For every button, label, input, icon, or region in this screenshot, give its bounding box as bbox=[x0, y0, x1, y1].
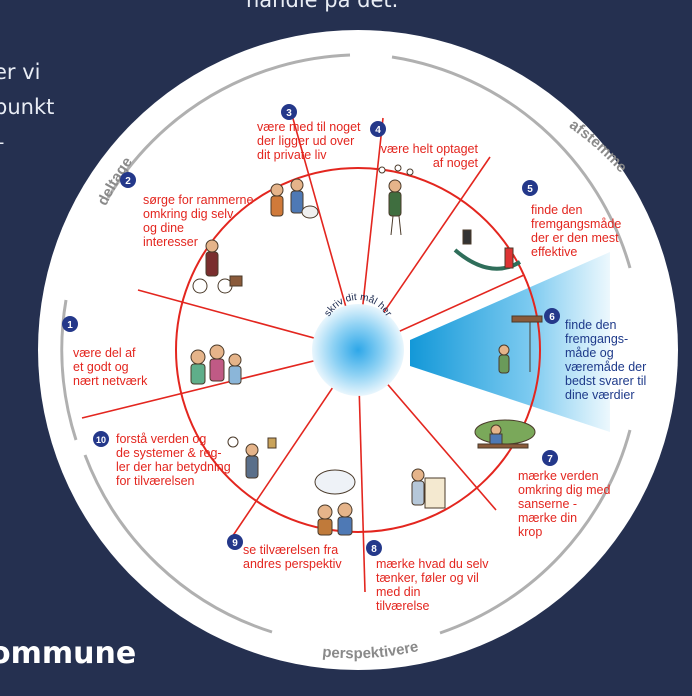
item-2-label: sørge for rammerne omkring dig selv og d… bbox=[143, 193, 254, 249]
badge-5: 5 bbox=[527, 184, 533, 195]
painter-illustration bbox=[411, 468, 446, 509]
inner-ring bbox=[175, 167, 541, 533]
badge-4: 4 bbox=[375, 125, 381, 136]
badge-7: 7 bbox=[547, 454, 553, 465]
bench-illustration bbox=[474, 419, 536, 449]
goal-center[interactable] bbox=[312, 304, 404, 396]
badge-2: 2 bbox=[125, 176, 131, 187]
badge-3: 3 bbox=[286, 108, 292, 119]
badge-10: 10 bbox=[96, 435, 106, 445]
item-5-label: finde den fremgangsmåde der er den mest … bbox=[531, 203, 622, 259]
highlight-beam bbox=[410, 252, 610, 432]
signpost-illustration bbox=[498, 315, 543, 374]
juggler-illustration bbox=[378, 164, 414, 236]
item-4-label: være helt optaget af noget bbox=[380, 142, 478, 170]
badge-9: 9 bbox=[232, 538, 238, 549]
background-text-line: – bbox=[0, 130, 5, 154]
domino-illustration bbox=[453, 229, 522, 271]
scientist-illustration bbox=[227, 436, 277, 479]
item-8-label: mærke hvad du selv tænker, føler og vil … bbox=[376, 557, 489, 613]
group-with-dog-illustration bbox=[270, 178, 319, 219]
background-text-line: punkt bbox=[0, 95, 55, 119]
illustration-group bbox=[190, 164, 543, 536]
badge-8: 8 bbox=[371, 544, 377, 555]
badge-1: 1 bbox=[67, 320, 73, 331]
people-illustration-1 bbox=[190, 344, 242, 385]
background-text-line: er vi bbox=[0, 60, 41, 84]
background-heading-fragment: handle på det. bbox=[246, 0, 399, 12]
item-9-label: se tilværelsen fra andres perspektiv bbox=[243, 543, 342, 571]
thinking-couple-illustration bbox=[314, 469, 356, 536]
badge-6: 6 bbox=[549, 312, 555, 323]
item-6-label: finde den fremgangs- måde og væremåde de… bbox=[565, 318, 647, 402]
person-with-bike-illustration bbox=[192, 239, 243, 294]
number-badges: 1 2 3 4 5 6 7 8 9 10 bbox=[62, 104, 560, 556]
item-1-label: være del af et godt og nært netværk bbox=[73, 346, 148, 388]
item-7-label: mærke verden omkring dig med sanserne - … bbox=[518, 469, 611, 539]
item-3-label: være med til noget der ligger ud over di… bbox=[257, 120, 361, 162]
item-10-label: forstå verden og de systemer & reg- ler … bbox=[116, 432, 231, 488]
brand-name-fragment: ommune bbox=[0, 636, 137, 671]
outer-ring bbox=[60, 53, 632, 635]
